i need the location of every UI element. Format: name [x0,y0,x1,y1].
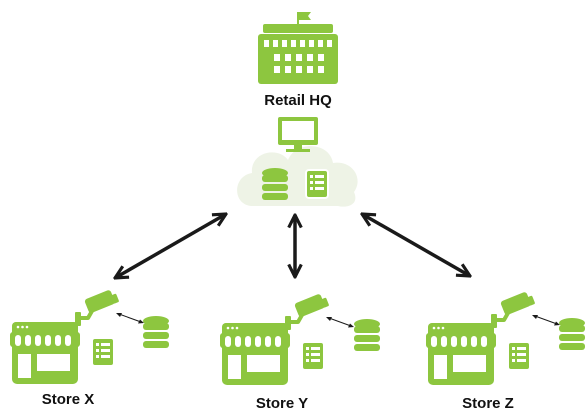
security-camera-icon [73,287,122,328]
store-x: Store X [10,287,169,408]
security-camera-icon [283,291,332,332]
small-double-arrow [115,312,145,324]
store-label: Store Z [462,395,514,412]
storefront-icon [220,323,290,385]
document-icon [301,341,325,371]
database-icon [143,316,169,348]
small-double-arrow [325,316,355,328]
store-y: Store Y [220,291,380,412]
cloud-icon [237,146,358,207]
arrow-to-store-z [362,214,470,276]
office-building-icon [258,12,338,84]
store-z: Store Z [426,289,585,412]
storefront-icon [10,322,80,384]
cloud-document-icon [305,169,329,199]
document-icon [91,337,115,367]
store-label: Store Y [256,395,308,412]
storefront-icon [426,323,496,385]
security-camera-icon [489,289,538,330]
monitor-icon [278,117,318,152]
small-double-arrow [531,314,561,326]
hq-label: Retail HQ [264,92,332,109]
document-icon [507,341,531,371]
arrow-to-store-x [115,214,226,278]
database-icon [559,318,585,350]
connection-arrows [115,214,470,278]
store-label: Store X [42,391,95,408]
cloud-database-icon [262,168,288,200]
database-icon [354,319,380,351]
